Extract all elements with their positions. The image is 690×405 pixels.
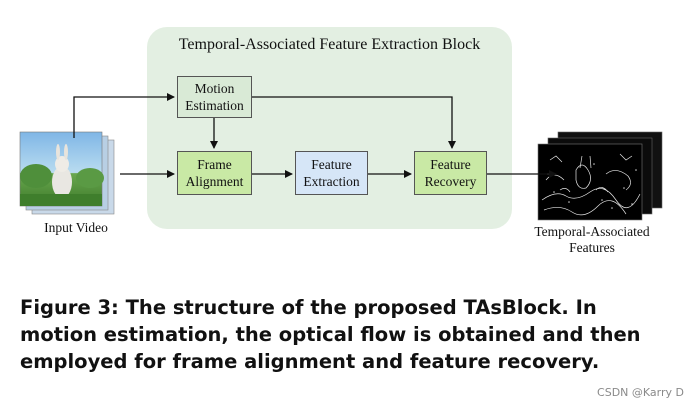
tasblock-diagram: Temporal-Associated Feature Extraction B… xyxy=(19,27,663,255)
motion-estimation-node: Motion Estimation xyxy=(177,76,252,118)
arrow-motion-to-recovery xyxy=(252,96,456,149)
block-title: Temporal-Associated Feature Extraction B… xyxy=(178,36,481,53)
frame-alignment-node: Frame Alignment xyxy=(177,151,252,195)
feature-recovery-node: Feature Recovery xyxy=(414,151,487,195)
diagram-arrows xyxy=(73,93,557,178)
feature-extraction-node: Feature Extraction xyxy=(295,151,368,195)
watermark: CSDN @Karry D xyxy=(597,386,684,399)
output-features-thumbnail xyxy=(537,131,663,221)
output-features-label: Temporal-Associated Features xyxy=(534,224,650,255)
input-video-thumbnail xyxy=(19,131,115,215)
tafe-block-background xyxy=(147,27,512,229)
input-video-label: Input Video xyxy=(44,220,108,235)
figure-caption: Figure 3: The structure of the proposed … xyxy=(20,296,641,373)
arrow-input-to-motion xyxy=(73,93,175,138)
